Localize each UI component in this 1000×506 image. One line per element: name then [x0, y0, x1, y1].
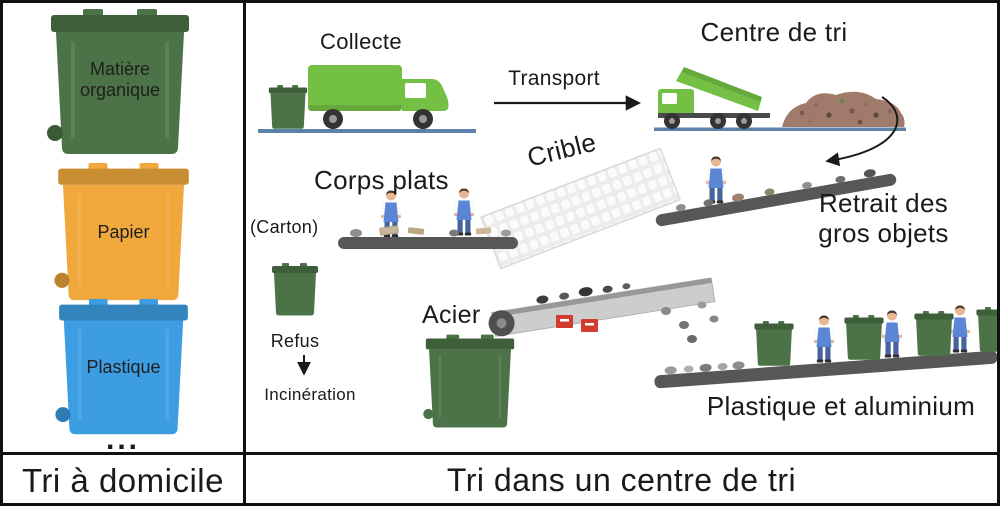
pile-speckles	[799, 98, 893, 125]
worker-figure	[813, 315, 835, 363]
sorted-bin	[754, 321, 794, 366]
gros-objets-conveyor	[655, 169, 897, 227]
organic-bin: Matière organique	[45, 9, 195, 159]
sorted-bin	[914, 311, 954, 356]
transport-arrow	[494, 95, 642, 111]
magnetic-separator	[488, 277, 719, 343]
more-bins-ellipsis: ...	[105, 423, 140, 456]
paper-bin-label: Papier	[97, 221, 150, 242]
sorted-bin	[976, 307, 997, 352]
collecte-label: Collecte	[320, 29, 402, 54]
acier-label: Acier	[422, 301, 481, 329]
paper-bin: Papier	[51, 163, 196, 303]
plastique-aluminium-label: Plastique et aluminium	[706, 391, 976, 421]
plastic-bin-label: Plastique	[86, 356, 161, 377]
incineration-arrow	[297, 355, 311, 376]
home-footer: Tri à domicile	[3, 455, 243, 503]
organic-bin-label: Matière organique	[79, 58, 161, 100]
sorted-scrap-items	[661, 301, 719, 343]
dump-truck-body	[658, 67, 770, 129]
sorted-bin	[844, 315, 884, 360]
refus-label: Refus	[270, 331, 320, 351]
refus-bin	[272, 263, 318, 316]
center-sorting-panel: Collecte Trans	[246, 3, 997, 452]
acier-bin-graphic	[423, 334, 515, 428]
plastic-bin: Plastique	[51, 299, 196, 437]
organic-bin-graphic	[47, 9, 189, 154]
center-footer-text: Tri dans un centre de tri	[446, 462, 797, 498]
incineration-label: Incinération	[264, 385, 356, 404]
worker-figure	[705, 156, 727, 204]
collection-truck	[258, 65, 476, 133]
footer-divider	[3, 452, 997, 455]
ground-line	[654, 127, 906, 131]
magnet-boxes	[556, 315, 598, 332]
dump-truck-and-pile	[654, 67, 906, 131]
collecte-bin	[268, 85, 308, 129]
corps-plats-label: Corps plats	[314, 165, 449, 195]
home-sorting-panel: Matière organique Papier	[3, 3, 243, 456]
home-footer-text: Tri à domicile	[22, 461, 224, 499]
ground-line	[258, 129, 476, 133]
carton-label: (Carton)	[250, 217, 319, 237]
waste-pile	[782, 91, 905, 127]
center-footer: Tri dans un centre de tri	[246, 455, 997, 503]
worker-figure	[881, 310, 903, 358]
transport-label: Transport	[508, 67, 600, 90]
plastic-bin-graphic	[55, 299, 188, 435]
panel-divider	[243, 3, 246, 503]
worker-figure	[453, 188, 475, 236]
gros-objets-label: Retrait des gros objets	[818, 188, 949, 248]
paper-bin-graphic	[54, 163, 189, 301]
corps-plats-conveyor	[338, 225, 518, 249]
centre-de-tri-label: Centre de tri	[700, 17, 848, 47]
plastique-aluminium-conveyor	[654, 350, 997, 389]
pile-to-belt-arrow	[825, 96, 899, 167]
acier-bin	[422, 331, 518, 433]
